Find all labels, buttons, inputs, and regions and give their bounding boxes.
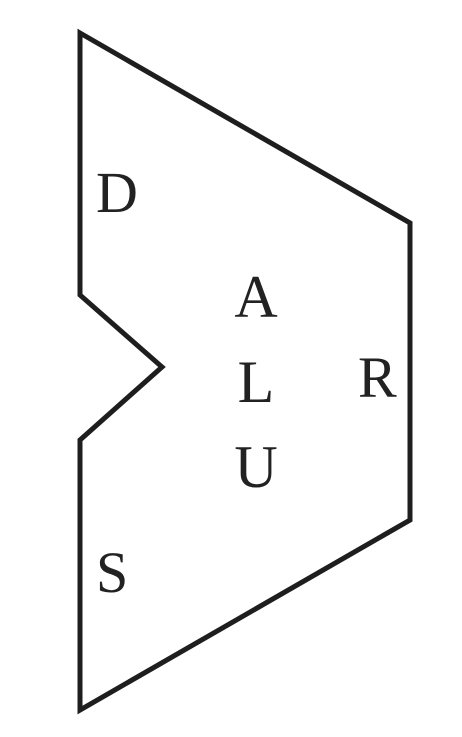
center-letter-a: A	[234, 264, 277, 330]
center-letter-u: U	[234, 434, 277, 500]
port-label-bottom-input: S	[96, 540, 128, 605]
center-letter-l: L	[238, 349, 275, 415]
port-label-output: R	[358, 345, 397, 410]
alu-block-outline	[77, 28, 413, 715]
port-label-top-input: D	[96, 160, 138, 225]
